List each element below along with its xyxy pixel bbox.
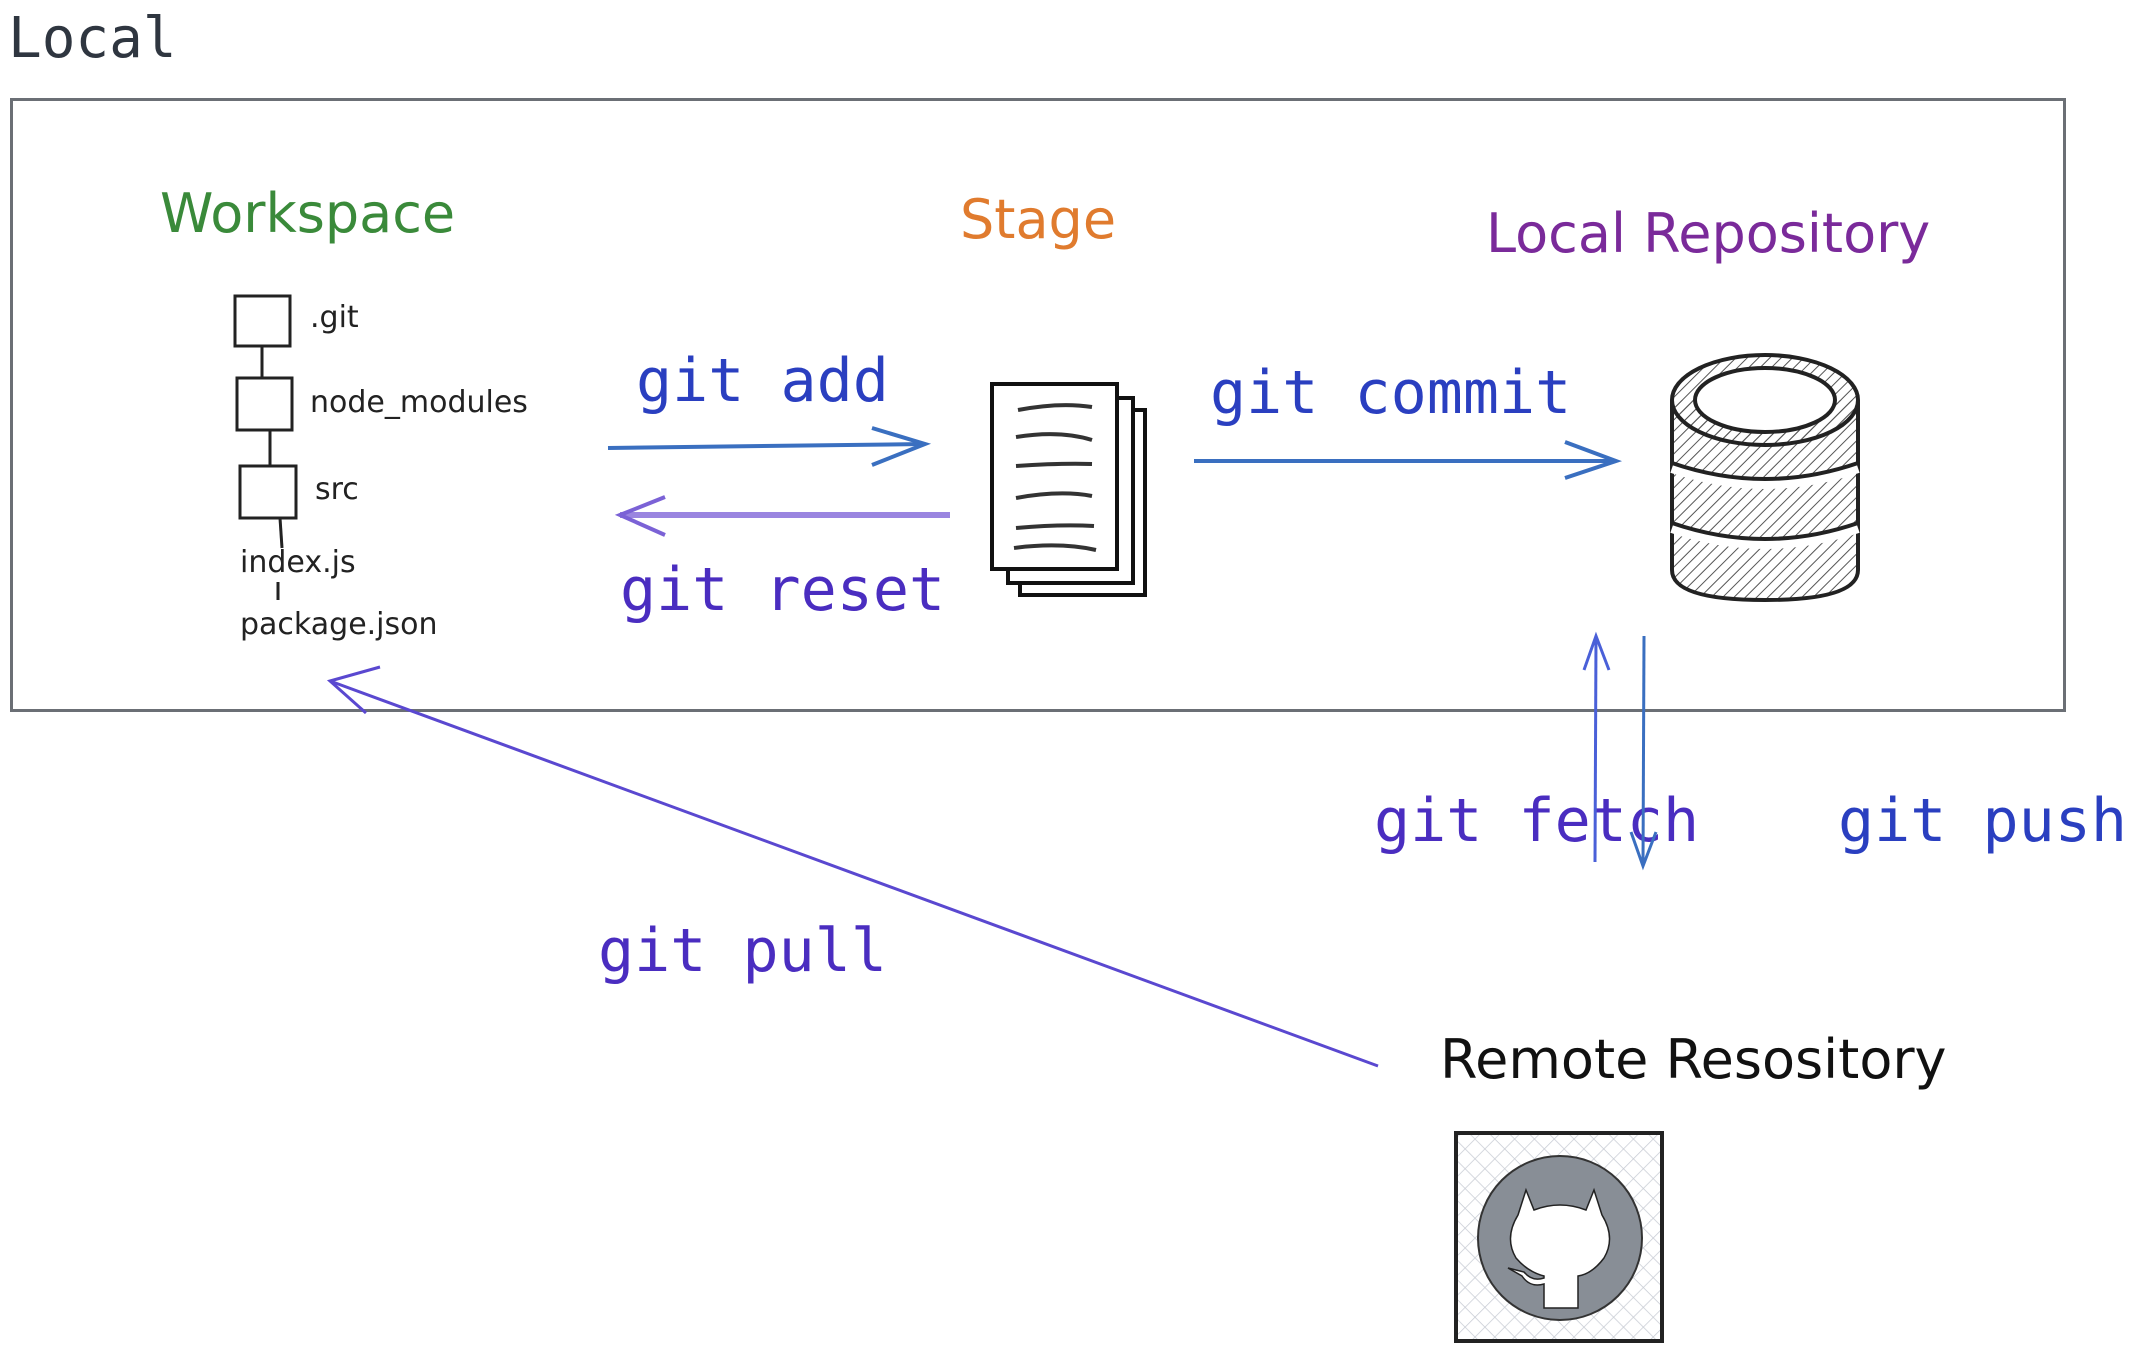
remote-repository-title: Remote Resository bbox=[1440, 1028, 1947, 1091]
tree-file-index-js: index.js bbox=[240, 545, 356, 580]
git-push-label: git push bbox=[1838, 786, 2127, 856]
local-section-title: Local bbox=[8, 6, 177, 71]
workspace-tree bbox=[233, 294, 298, 600]
folder-icon bbox=[233, 294, 292, 348]
github-icon bbox=[1454, 1131, 1664, 1343]
workspace-title: Workspace bbox=[160, 182, 456, 245]
local-repository-title: Local Repository bbox=[1486, 202, 1931, 265]
git-fetch-arrow bbox=[1582, 631, 1611, 863]
database-icon bbox=[1670, 353, 1860, 603]
tree-folder-git: .git bbox=[310, 300, 359, 335]
document-stack-icon bbox=[990, 382, 1147, 597]
stage-title: Stage bbox=[960, 188, 1117, 251]
git-pull-arrow bbox=[326, 665, 1379, 1068]
local-boundary-box bbox=[10, 98, 2066, 712]
git-reset-label: git reset bbox=[620, 555, 946, 625]
git-add-arrow bbox=[607, 426, 932, 467]
git-reset-arrow bbox=[614, 495, 950, 537]
folder-icon bbox=[238, 464, 298, 520]
git-add-label: git add bbox=[636, 346, 889, 416]
tree-folder-node-modules: node_modules bbox=[310, 385, 528, 420]
git-commit-arrow bbox=[1194, 440, 1623, 480]
folder-icon bbox=[235, 376, 294, 432]
tree-folder-src: src bbox=[315, 472, 359, 507]
git-pull-label: git pull bbox=[598, 916, 887, 986]
git-fetch-label: git fetch bbox=[1374, 786, 1700, 856]
git-commit-label: git commit bbox=[1210, 358, 1572, 428]
git-push-arrow bbox=[1629, 635, 1658, 871]
tree-file-package-json: package.json bbox=[240, 607, 438, 642]
